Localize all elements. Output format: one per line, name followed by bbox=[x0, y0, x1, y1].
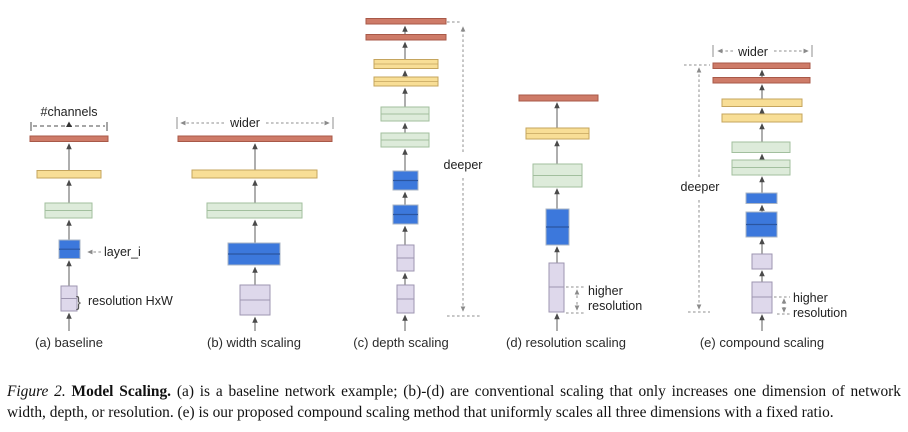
deeper-label: deeper bbox=[444, 158, 483, 172]
column-caption: (d) resolution scaling bbox=[506, 335, 626, 350]
b-yellow-bar bbox=[191, 169, 318, 179]
resolution-brace: } bbox=[76, 294, 81, 311]
figure-number: Figure 2. bbox=[7, 383, 66, 401]
column-caption: (e) compound scaling bbox=[700, 335, 824, 350]
figure-title: Model Scaling. bbox=[71, 383, 172, 401]
a-yellow-bar bbox=[36, 170, 102, 179]
e-purple-box-1 bbox=[751, 253, 773, 270]
column-caption: (a) baseline bbox=[35, 335, 103, 350]
column-baseline: #channels layer_i } resolution HxW (a) b… bbox=[29, 105, 173, 350]
column-depth-scaling: deeper (c) depth scaling bbox=[353, 18, 483, 350]
resolution-label: resolution HxW bbox=[88, 294, 173, 308]
figure-caption: Figure 2. Model Scaling. (a) is a baseli… bbox=[7, 381, 901, 423]
higher-resolution-label: higher bbox=[588, 284, 623, 298]
c-red-bar-1 bbox=[365, 18, 447, 25]
higher-resolution-label: higher bbox=[793, 291, 828, 305]
deeper-label: deeper bbox=[681, 180, 720, 194]
column-caption: (c) depth scaling bbox=[353, 335, 448, 350]
wider-label: wider bbox=[229, 116, 260, 130]
column-caption: (b) width scaling bbox=[207, 335, 301, 350]
b-red-bar bbox=[177, 135, 333, 142]
higher-resolution-label: resolution bbox=[793, 306, 847, 320]
d-red-bar bbox=[518, 94, 599, 102]
wider-label: wider bbox=[737, 45, 768, 59]
e-red-bar-2 bbox=[712, 77, 811, 84]
e-green-bar-1 bbox=[731, 141, 791, 153]
c-red-bar-2 bbox=[365, 34, 447, 41]
layer-label: layer_i bbox=[104, 245, 141, 259]
column-resolution-scaling: higher resolution (d) resolution scaling bbox=[506, 94, 642, 350]
higher-resolution-label: resolution bbox=[588, 299, 642, 313]
e-yellow-bar-2 bbox=[721, 113, 803, 123]
e-blue-box-1 bbox=[745, 192, 778, 204]
model-scaling-diagram: #channels layer_i } resolution HxW (a) b… bbox=[29, 18, 847, 350]
up-arrowhead-icon bbox=[66, 121, 72, 127]
figure-caption-body: (a) is a baseline network example; (b)-(… bbox=[7, 383, 901, 422]
column-compound-scaling: wider deeper high bbox=[681, 45, 847, 350]
column-width-scaling: wider (b) width scaling bbox=[176, 116, 334, 350]
a-red-bar bbox=[29, 135, 109, 142]
e-red-bar-1 bbox=[712, 62, 811, 69]
channels-label: #channels bbox=[41, 105, 98, 119]
e-yellow-bar-1 bbox=[721, 98, 803, 107]
